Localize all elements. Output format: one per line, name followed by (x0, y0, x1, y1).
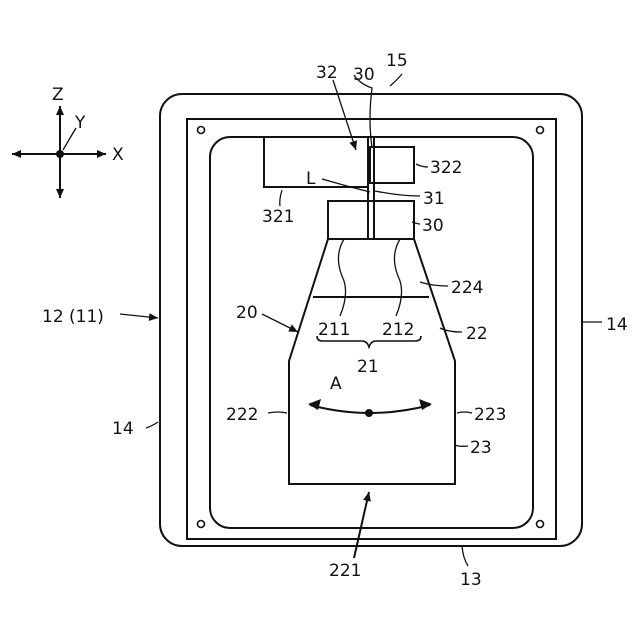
label-14-right: 14 (606, 315, 628, 335)
leader-212 (394, 239, 401, 316)
arrow-20 (262, 314, 298, 332)
block-30 (328, 201, 414, 239)
arrow-12 (120, 314, 158, 318)
label-A: A (330, 374, 342, 394)
arrow-32 (333, 80, 356, 150)
z-axis-label: Z (52, 85, 64, 105)
label-31: 31 (423, 189, 445, 209)
screw-bottom-right-icon (537, 521, 544, 528)
label-21: 21 (357, 357, 379, 377)
label-23: 23 (470, 438, 492, 458)
label-30-mid: 30 (422, 216, 444, 236)
rotation-arrow-left (308, 399, 321, 410)
label-L: L (306, 169, 316, 189)
label-224: 224 (451, 278, 483, 298)
label-212: 212 (382, 320, 414, 340)
leader-211 (338, 239, 345, 316)
screw-top-right-icon (537, 127, 544, 134)
label-30-top: 30 (353, 65, 375, 85)
leader-15 (390, 74, 402, 86)
label-32: 32 (316, 63, 338, 83)
leader-222 (268, 412, 287, 413)
label-22: 22 (466, 324, 488, 344)
label-14-left: 14 (112, 419, 134, 439)
screw-bottom-left-icon (198, 521, 205, 528)
label-223: 223 (474, 405, 506, 425)
label-20: 20 (236, 303, 258, 323)
rotation-center-dot (365, 409, 373, 417)
label-211: 211 (318, 320, 350, 340)
label-12-11: 12 (11) (42, 307, 104, 327)
leader-322 (416, 164, 428, 167)
arrow-221 (354, 492, 369, 558)
leader-321 (280, 190, 282, 206)
label-321: 321 (262, 207, 294, 227)
rotation-arrow-right (419, 399, 432, 410)
y-axis-dot (56, 150, 64, 158)
x-axis-label: X (112, 145, 124, 165)
y-axis-label: Y (74, 113, 86, 133)
block-322 (370, 147, 414, 183)
block-321 (264, 137, 368, 187)
leader-13 (462, 546, 468, 566)
label-13: 13 (460, 570, 482, 590)
label-221: 221 (329, 561, 361, 581)
axis-indicator: Z Y X (12, 85, 124, 198)
leader-14-left (146, 422, 158, 428)
leader-223 (457, 412, 472, 413)
leader-23 (455, 445, 468, 446)
label-15: 15 (386, 51, 408, 71)
leader-31 (375, 191, 420, 196)
leader-L (322, 179, 370, 192)
leader-224 (420, 282, 448, 286)
screw-top-left-icon (198, 127, 205, 134)
label-222: 222 (226, 405, 258, 425)
label-322: 322 (430, 158, 462, 178)
